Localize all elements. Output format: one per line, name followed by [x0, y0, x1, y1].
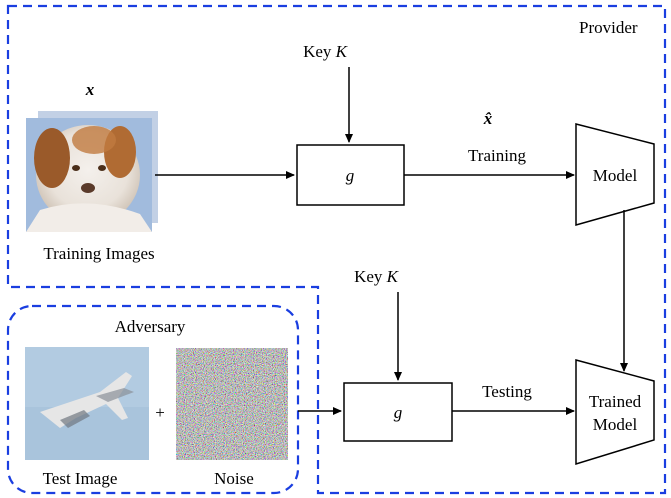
plus-sign: +: [155, 403, 165, 422]
training-images-stack: [26, 111, 158, 232]
transform-box-top: [296, 144, 405, 206]
test-image-caption: Test Image: [43, 469, 118, 488]
model-label: Model: [593, 166, 638, 185]
trained-model-label-line1: Trained: [589, 392, 642, 411]
input-symbol-x: x: [85, 80, 95, 99]
training-edge-label: Training: [468, 146, 526, 165]
provider-region-border: [6, 4, 667, 495]
provider-label: Provider: [579, 18, 638, 37]
noise-caption: Noise: [214, 469, 254, 488]
key-label-bottom: Key K: [354, 267, 400, 286]
transform-symbol-bottom: g: [394, 403, 403, 422]
transform-box-bottom: [343, 382, 453, 442]
adversary-region-border: [6, 304, 300, 495]
adversary-label: Adversary: [115, 317, 186, 336]
model-block: [575, 123, 655, 226]
transform-symbol-top: g: [346, 166, 355, 185]
testing-edge-label: Testing: [482, 382, 532, 401]
trained-model-block: [575, 359, 655, 466]
training-images-caption: Training Images: [43, 244, 154, 263]
key-label-top: Key K: [303, 42, 349, 61]
output-symbol-xhat: x̂: [483, 109, 493, 128]
trained-model-label-line2: Model: [593, 415, 638, 434]
noise-pattern-icon: [176, 348, 288, 460]
dog-photo-icon: [26, 118, 152, 232]
airplane-photo-icon: [25, 347, 149, 460]
